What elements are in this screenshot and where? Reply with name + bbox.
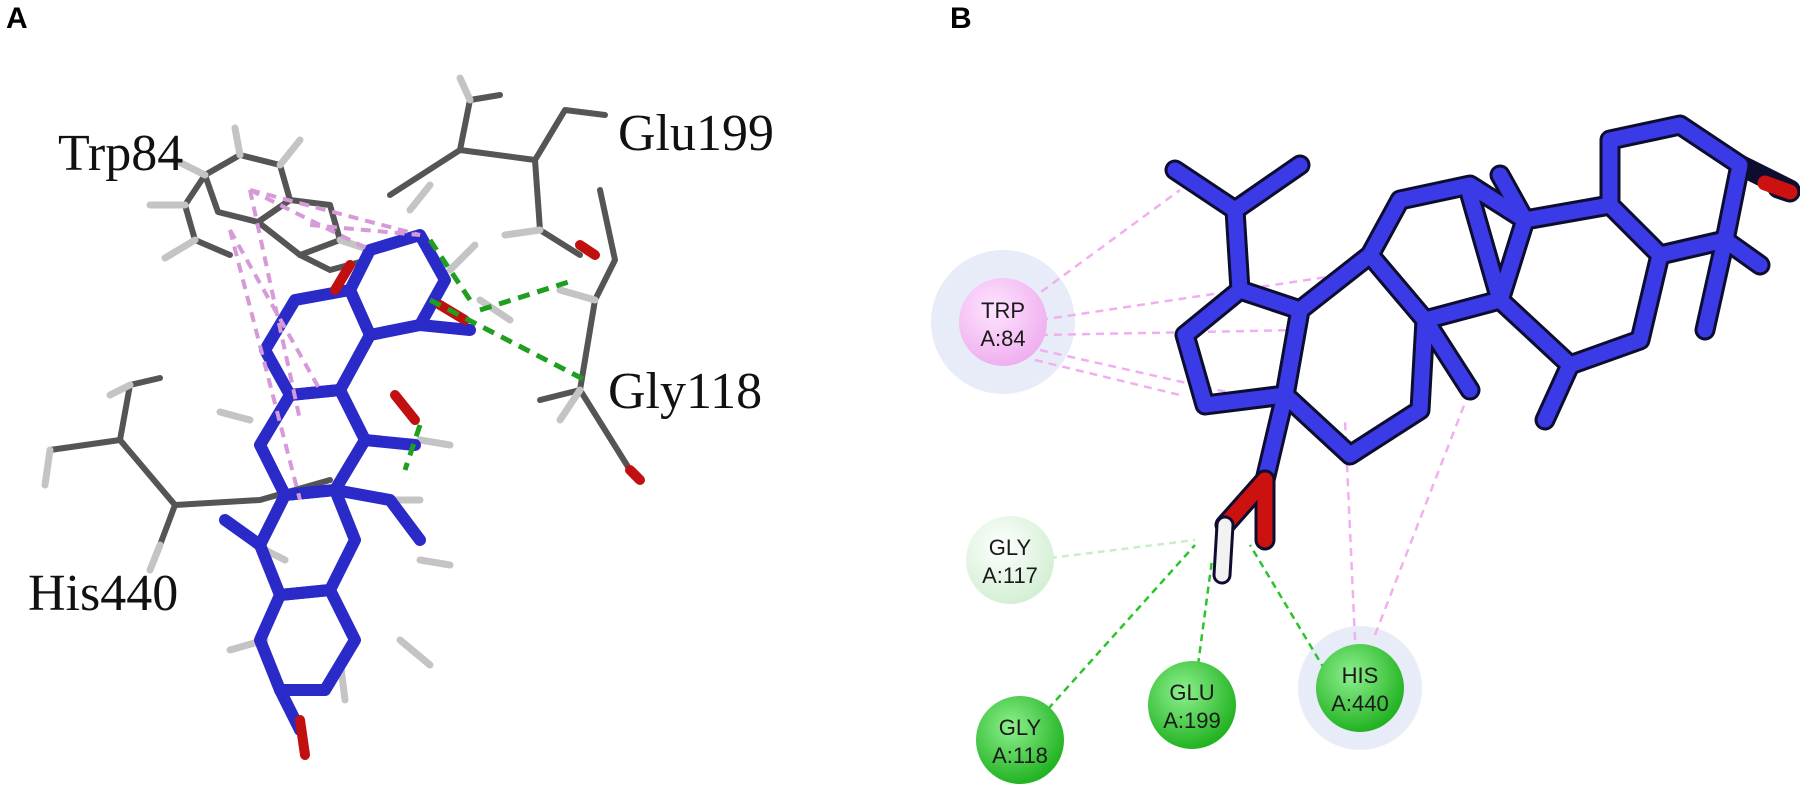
- panel-b-ligand-fill: [1167, 117, 1768, 488]
- panel-a-structure: [41, 74, 645, 760]
- panel-b-letter: B: [950, 2, 972, 35]
- node-trp84-line2: A:84: [980, 326, 1025, 351]
- node-his440-line1: HIS: [1342, 663, 1379, 688]
- oxygen-atoms: [295, 240, 645, 760]
- panel-a-letter: A: [6, 2, 28, 35]
- node-glu199-line2: A:199: [1163, 708, 1221, 733]
- node-gly118: GLY A:118: [976, 696, 1064, 784]
- label-his440: His440: [28, 565, 178, 622]
- node-trp84: TRP A:84: [959, 278, 1047, 366]
- node-gly118-line1: GLY: [999, 715, 1042, 740]
- node-glu199: GLU A:199: [1148, 661, 1236, 749]
- pi-interaction-lines: [228, 188, 421, 501]
- node-glu199-line1: GLU: [1169, 680, 1214, 705]
- label-trp84: Trp84: [58, 125, 183, 182]
- label-gly118: Gly118: [608, 363, 762, 420]
- hbond-lines: [402, 238, 587, 471]
- node-gly118-line2: A:118: [992, 743, 1048, 768]
- node-gly117-line1: GLY: [989, 535, 1032, 560]
- panel-b-weak-lines: [1049, 538, 1196, 560]
- ligand-sticks: [219, 229, 476, 736]
- node-gly117-line2: A:117: [982, 563, 1038, 588]
- label-glu199: Glu199: [618, 105, 774, 162]
- panel-b-hbond-lines: [1039, 544, 1327, 719]
- node-his440-line2: A:440: [1331, 691, 1389, 716]
- node-trp84-line1: TRP: [981, 298, 1025, 323]
- node-gly117: GLY A:117: [966, 516, 1054, 604]
- node-his440: HIS A:440: [1316, 644, 1404, 732]
- panel-b-carboxyl: [1212, 175, 1800, 585]
